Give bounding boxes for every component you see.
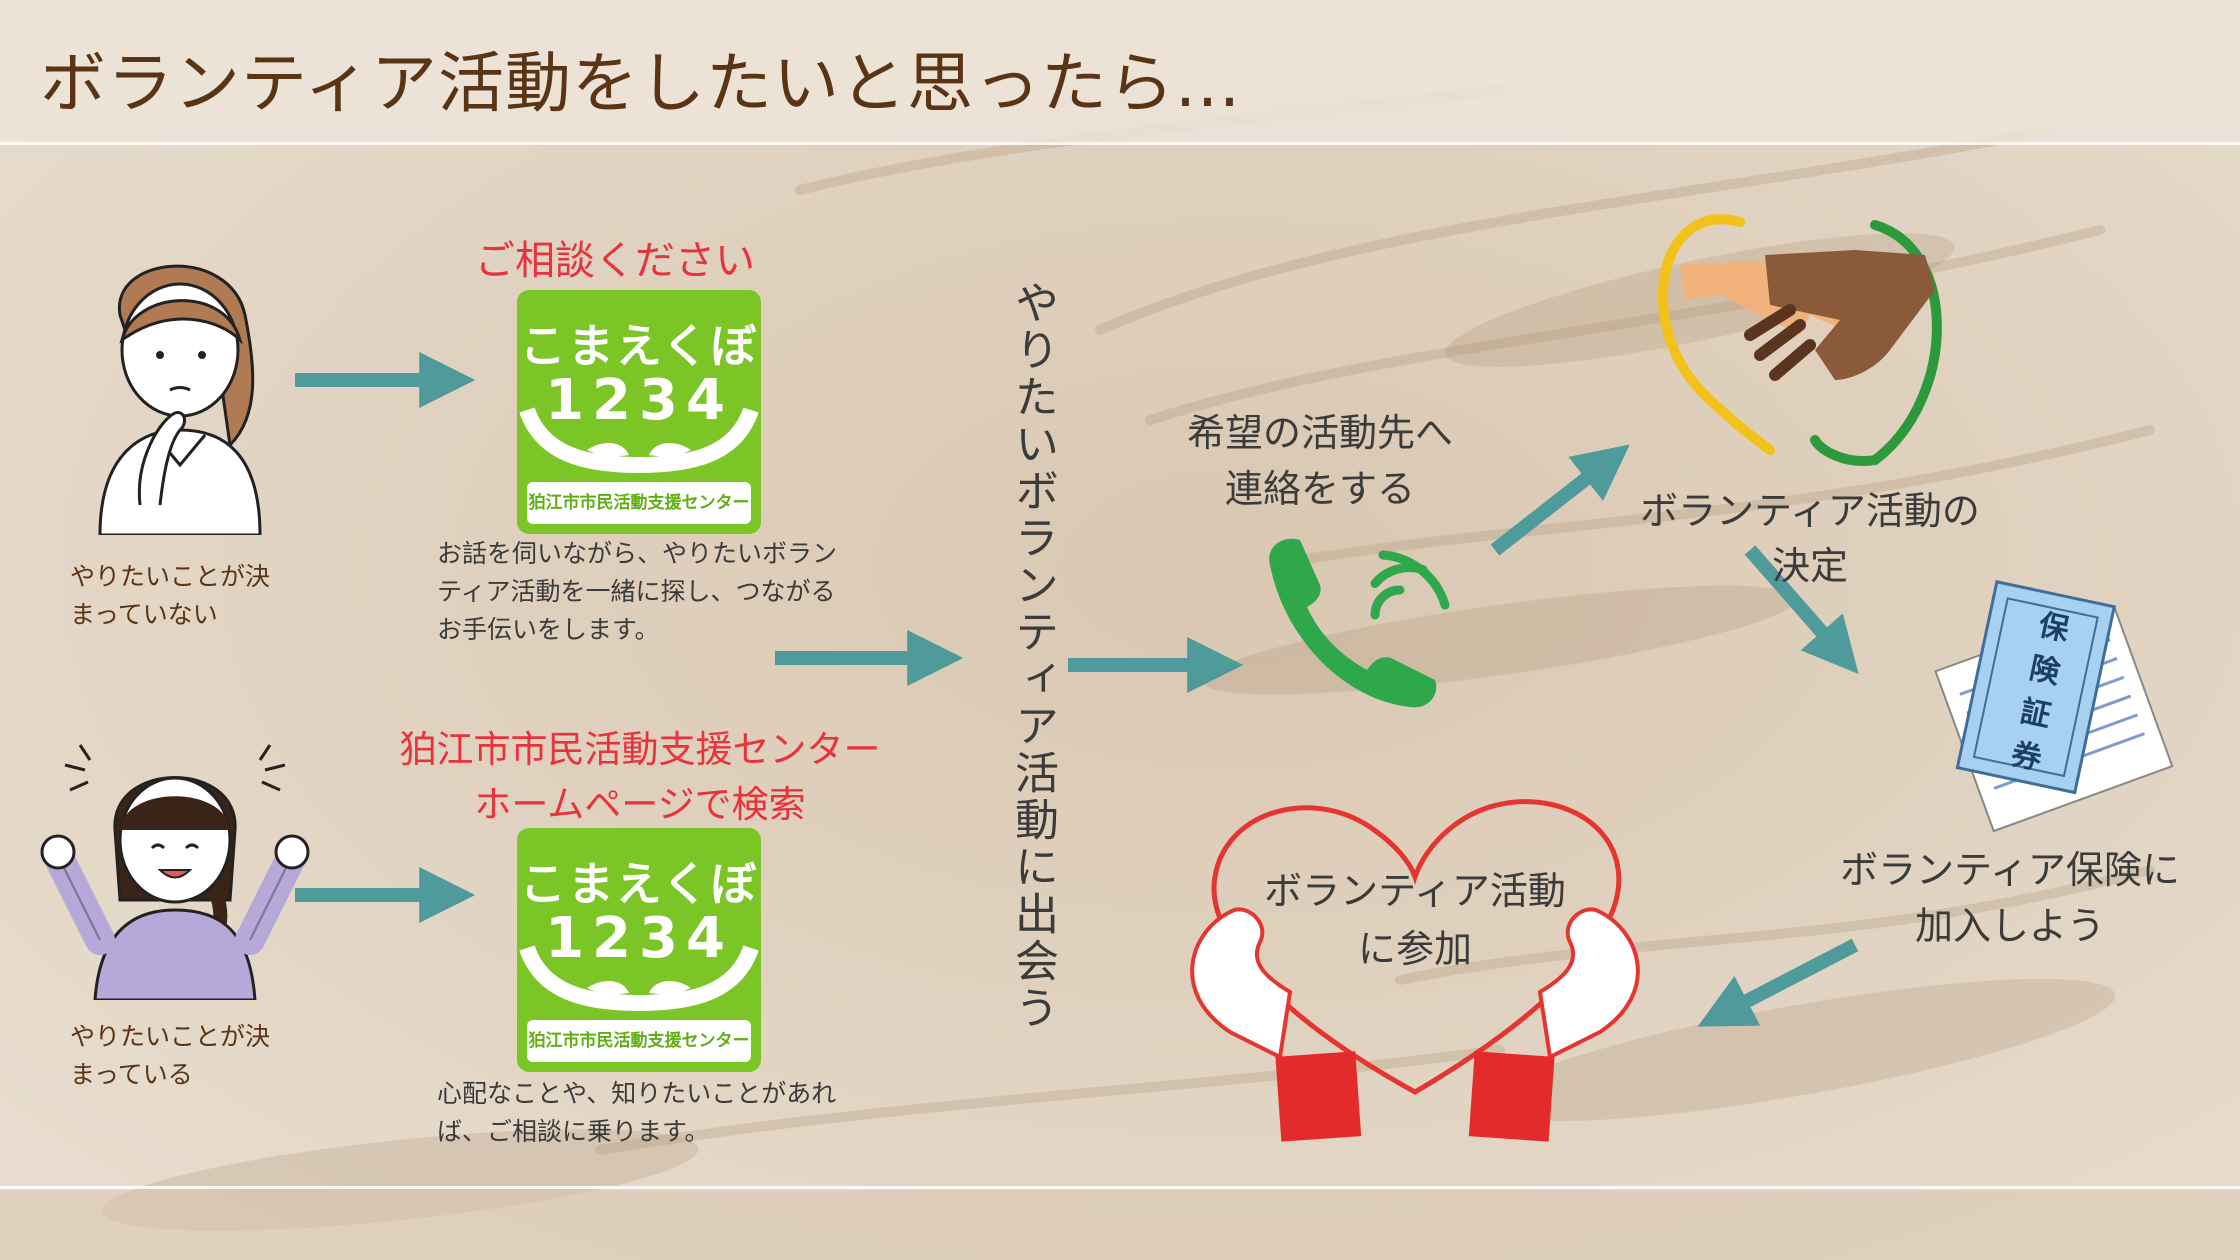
logo-caption: 狛江市市民活動支援センター — [527, 482, 751, 524]
thinking-woman-illustration — [98, 264, 262, 535]
komaekubo-logo-search[interactable]: こまえくぼ 1234 狛江市市民活動支援センター — [517, 828, 761, 1072]
logo-caption: 狛江市市民活動支援センター — [527, 1020, 751, 1062]
phone-icon — [1269, 538, 1450, 708]
handshake-icon — [1657, 214, 1942, 466]
logo-number: 1234 — [545, 368, 733, 433]
search-heading: 狛江市市民活動支援センター ホームページで検索 — [399, 728, 881, 826]
participate-text: ボランティア活動 に参加 — [1264, 869, 1566, 971]
search-description: 心配なことや、知りたいことがあれ ば、ご相談に乗ります。 — [437, 1079, 837, 1146]
meet-activity-vertical-text: やりたいボランティア活動に出会う — [1007, 280, 1058, 1032]
insurance-certificate-icon — [1934, 580, 2174, 833]
happy-woman-illustration — [40, 744, 310, 1000]
hands-icon — [519, 407, 759, 474]
consult-description: お話を伺いながら、やりたいボラン ティア活動を一緒に探し、つながる お手伝いをし… — [437, 539, 838, 644]
page-title: ボランティア活動をしたいと思ったら... — [40, 45, 1241, 122]
logo-name: こまえくぼ — [519, 319, 759, 373]
consult-heading: ご相談ください — [475, 238, 755, 284]
insurance-text: ボランティア保険に 加入しよう — [1840, 848, 2180, 948]
header-divider — [0, 142, 2240, 145]
decide-text: ボランティア活動の決定 — [1640, 489, 1980, 588]
footer-divider — [0, 1186, 2240, 1189]
decided-caption: やりたいことが決 まっている — [70, 1022, 271, 1089]
hands-icon — [519, 945, 759, 1012]
komaekubo-logo[interactable]: こまえくぼ 1234 狛江市市民活動支援センター — [517, 290, 761, 534]
logo-name: こまえくぼ — [519, 857, 759, 911]
undecided-caption: やりたいことが決 まっていない — [70, 562, 271, 629]
heart-hands-icon — [1190, 799, 1640, 1142]
logo-number: 1234 — [545, 906, 733, 971]
contact-text: 希望の活動先へ 連絡をする — [1186, 411, 1453, 511]
